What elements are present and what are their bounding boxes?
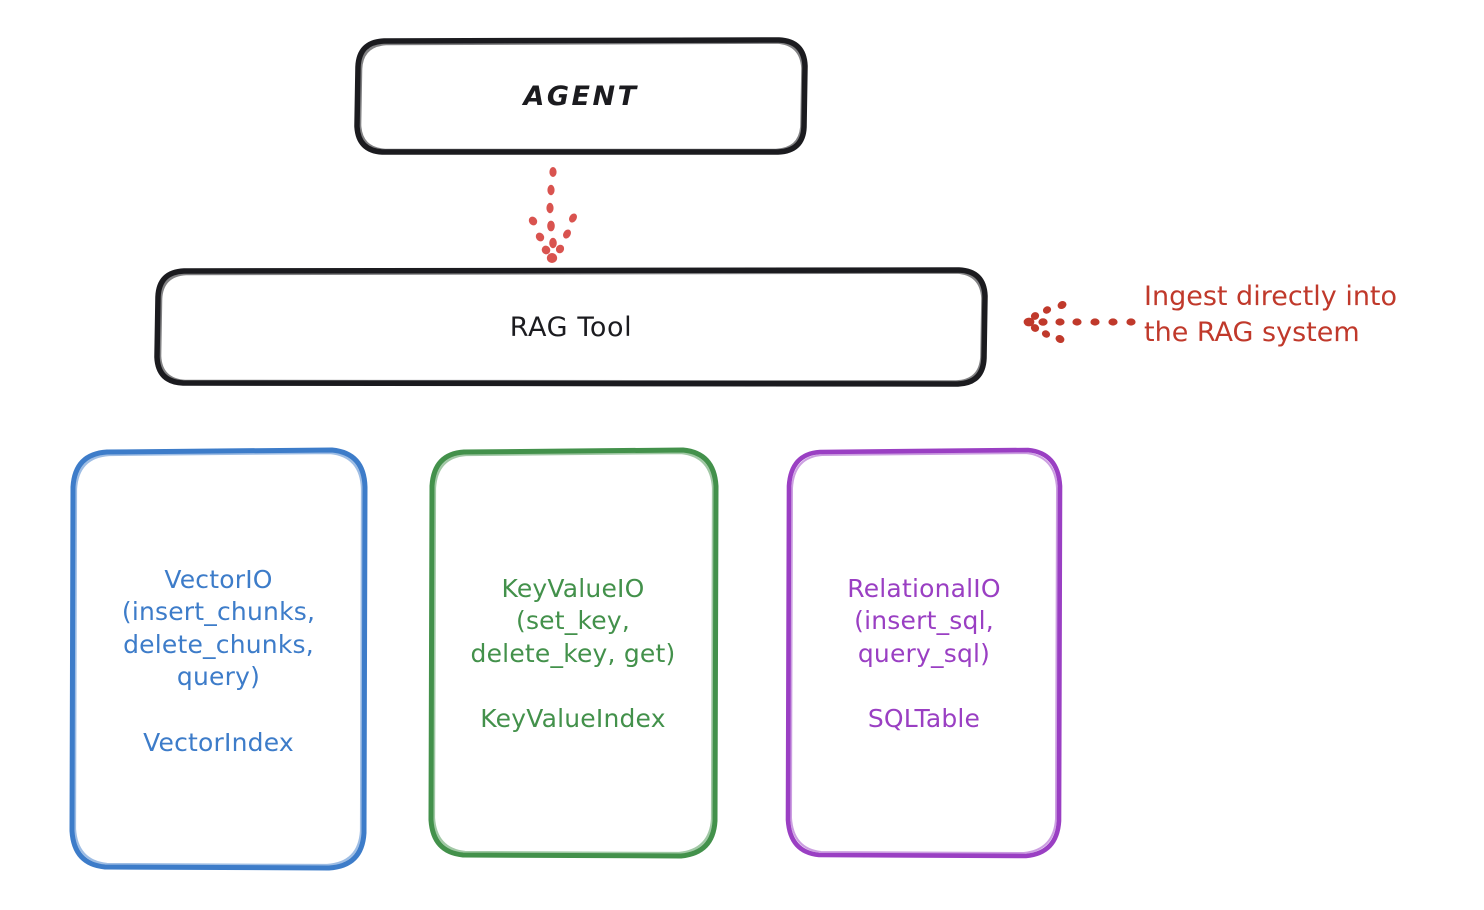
- dotted-arrow-left-icon: [1023, 301, 1136, 343]
- keyvalue-index-label: KeyValueIndex: [480, 704, 666, 734]
- agent-label: AGENT: [523, 81, 639, 112]
- keyvalue-io-box[interactable]: [428, 447, 719, 859]
- relational-io-label: RelationalIO (insert_sql, query_sql): [847, 573, 1001, 668]
- vector-io-label: VectorIO (insert_chunks, delete_chunks, …: [121, 564, 316, 692]
- provider-node-keyvalue[interactable]: KeyValueIO (set_key, delete_key, get) Ke…: [430, 450, 716, 856]
- vector-io-box[interactable]: [69, 447, 368, 871]
- relational-io-box[interactable]: [785, 447, 1063, 859]
- provider-node-relational[interactable]: RelationalIO (insert_sql, query_sql) SQL…: [788, 450, 1060, 856]
- agent-box[interactable]: [354, 37, 808, 155]
- agent-node[interactable]: AGENT: [357, 40, 805, 153]
- provider-node-vector[interactable]: VectorIO (insert_chunks, delete_chunks, …: [72, 450, 365, 870]
- ingest-annotation-text: Ingest directly into the RAG system: [1144, 281, 1398, 348]
- rag-tool-box[interactable]: [154, 267, 988, 387]
- vector-index-label: VectorIndex: [143, 727, 294, 757]
- rag-tool-label: RAG Tool: [509, 311, 633, 343]
- keyvalue-io-label: KeyValueIO (set_key, delete_key, get): [470, 573, 676, 668]
- dotted-arrow-down-icon: [528, 167, 577, 263]
- rag-tool-node[interactable]: RAG Tool: [157, 270, 985, 384]
- relational-index-label: SQLTable: [867, 704, 981, 734]
